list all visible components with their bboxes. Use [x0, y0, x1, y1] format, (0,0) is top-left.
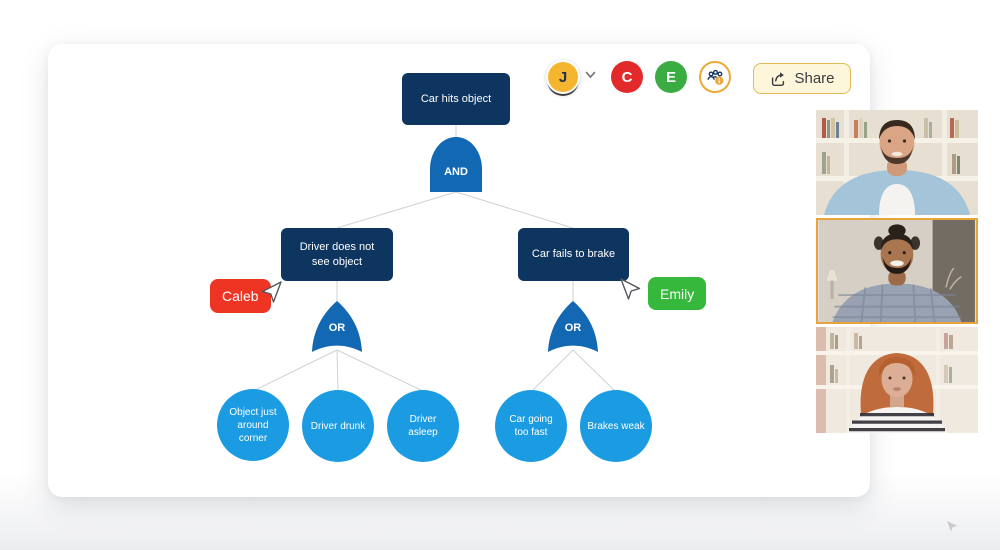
cause-node[interactable]: Brakes weak — [580, 390, 652, 462]
right-or-gate-node[interactable]: OR — [545, 300, 601, 354]
video-tile-participant-3[interactable] — [816, 327, 978, 433]
people-info-icon — [706, 69, 723, 85]
collaborator-cursor-icon — [620, 278, 641, 300]
cause-node[interactable]: Driver asleep — [387, 390, 459, 462]
video-tile-participant-2-active-speaker[interactable] — [816, 218, 978, 324]
or-gate-label: OR — [328, 322, 346, 335]
cause-node[interactable]: Object just around corner — [217, 389, 289, 461]
share-icon — [772, 71, 785, 86]
left-or-gate-node[interactable]: OR — [309, 300, 365, 354]
user-avatar[interactable]: J — [546, 60, 580, 94]
collaborator-cursor-icon — [261, 281, 282, 303]
root-event-node[interactable]: Car hits object — [402, 73, 510, 125]
or-gate-label: OR — [564, 322, 582, 335]
collaborator-avatar[interactable]: C — [611, 61, 643, 93]
video-call-strip — [816, 110, 978, 436]
cause-node[interactable]: Driver drunk — [302, 390, 374, 462]
or-gate-shape — [548, 301, 598, 352]
whiteboard-canvas[interactable]: Car hits object AND Driver does not see … — [48, 44, 870, 497]
right-branch-node[interactable]: Car fails to brake — [518, 228, 629, 281]
collaborators-menu-button[interactable] — [699, 61, 731, 93]
collaborator-avatar[interactable]: E — [655, 61, 687, 93]
and-gate-node[interactable]: AND — [430, 137, 482, 192]
participant-3-video — [816, 327, 978, 433]
video-tile-participant-1[interactable] — [816, 110, 978, 215]
stray-cursor-icon — [947, 521, 957, 532]
cause-node[interactable]: Car going too fast — [495, 390, 567, 462]
chevron-down-icon[interactable] — [585, 71, 596, 79]
participant-1-video — [816, 110, 978, 215]
left-branch-node[interactable]: Driver does not see object — [281, 228, 393, 281]
participant-2-video — [819, 220, 975, 322]
collaborator-cursor-label: Caleb — [210, 279, 271, 313]
share-button[interactable]: Share — [753, 63, 851, 94]
share-button-label: Share — [794, 70, 835, 87]
collaborator-cursor-label: Emily — [648, 277, 707, 310]
or-gate-shape — [312, 301, 362, 352]
